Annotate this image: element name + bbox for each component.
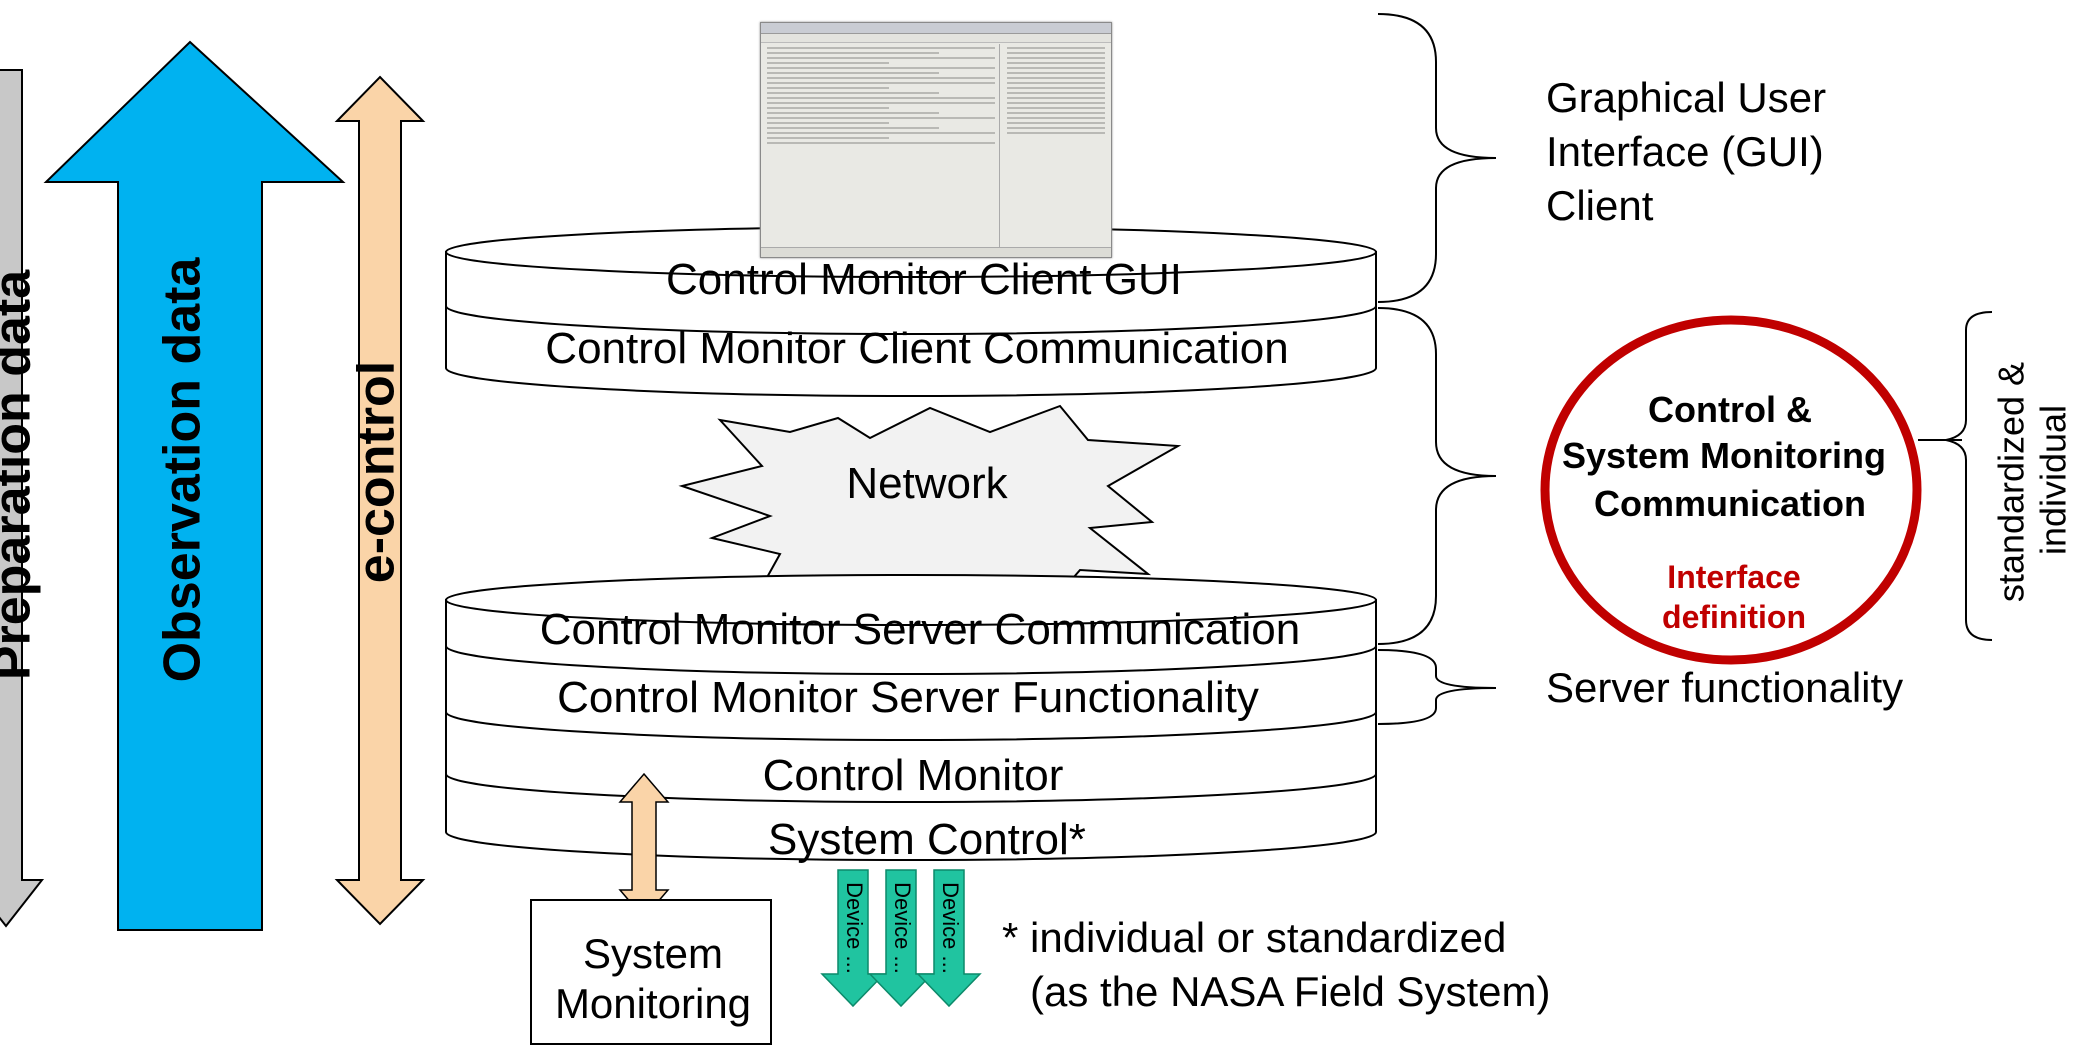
stack-layer-control-monitor: Control Monitor bbox=[763, 751, 1064, 800]
device-arrow-1 bbox=[820, 869, 886, 1008]
ellipse-subtitle-line2: definition bbox=[1662, 599, 1806, 635]
e-control-arrow bbox=[334, 75, 426, 926]
system-monitoring-label-line1: System bbox=[583, 930, 723, 977]
gui-screenshot-titlebar bbox=[761, 23, 1111, 34]
gui-screenshot-log-panel bbox=[763, 44, 1000, 247]
network-cloud bbox=[678, 404, 1182, 624]
footnote-line2: (as the NASA Field System) bbox=[1030, 968, 1551, 1015]
network-label: Network bbox=[846, 459, 1008, 508]
upper-stack: Control Monitor Client GUI Control Monit… bbox=[445, 226, 1377, 397]
e-control-label: e-control bbox=[348, 361, 406, 583]
ellipse-subtitle-line1: Interface bbox=[1667, 559, 1800, 595]
stack-layer-server-functionality: Control Monitor Server Functionality bbox=[557, 673, 1259, 722]
system-monitoring-box bbox=[530, 899, 772, 1045]
gui-client-label-line1: Graphical User bbox=[1546, 74, 1826, 121]
gui-client-brace bbox=[1377, 13, 1497, 303]
preparation-data-arrow bbox=[0, 69, 45, 928]
lower-stack-body bbox=[445, 599, 1377, 861]
gui-screenshot-menubar bbox=[761, 34, 1111, 43]
device-label-3: Device ... bbox=[938, 882, 963, 974]
gui-screenshot-image bbox=[760, 22, 1112, 258]
gui-client-label-line2: Interface (GUI) bbox=[1546, 128, 1824, 175]
stack-layer-system-control: System Control* bbox=[768, 815, 1086, 864]
gui-screenshot-status-panel bbox=[1003, 44, 1109, 247]
gui-client-label-line3: Client bbox=[1546, 182, 1654, 229]
communication-brace bbox=[1377, 307, 1497, 645]
footnote-line1: * individual or standardized bbox=[1002, 914, 1506, 961]
stack-layer-server-communication: Control Monitor Server Communication bbox=[540, 605, 1301, 654]
lower-stack-divider-2 bbox=[445, 711, 1377, 741]
observation-data-arrow bbox=[43, 40, 346, 931]
stack-layer-client-gui: Control Monitor Client GUI bbox=[666, 255, 1182, 304]
device-arrow-2 bbox=[868, 869, 934, 1008]
device-arrows: Device ... Device ... Device ... bbox=[820, 869, 982, 1008]
observation-data-label: Observation data bbox=[154, 257, 212, 683]
lower-stack-top bbox=[445, 574, 1377, 626]
vertical-note-brace bbox=[1945, 311, 1993, 641]
server-functionality-brace bbox=[1377, 649, 1497, 725]
gui-screenshot-body bbox=[763, 44, 1109, 247]
ellipse-title-line1: Control & bbox=[1648, 389, 1812, 430]
interface-highlight-ellipse bbox=[1540, 315, 1922, 665]
device-label-1: Device ... bbox=[842, 882, 867, 974]
device-arrow-3 bbox=[916, 869, 982, 1008]
ellipse-title-line3: Communication bbox=[1594, 483, 1866, 524]
vertical-note-line1: standardized & bbox=[1991, 362, 2032, 602]
system-monitoring-label-line2: Monitoring bbox=[555, 980, 751, 1027]
lower-stack-divider-3 bbox=[445, 773, 1377, 803]
vertical-note-line2: individual bbox=[2033, 405, 2074, 555]
server-functionality-label: Server functionality bbox=[1546, 664, 1903, 711]
preparation-data-label: Preparation data bbox=[0, 269, 42, 680]
ellipse-title-line2: System Monitoring bbox=[1562, 435, 1886, 476]
lower-stack-divider-1 bbox=[445, 645, 1377, 675]
lower-stack: Control Monitor Server Communication Con… bbox=[445, 574, 1377, 864]
device-label-2: Device ... bbox=[890, 882, 915, 974]
gui-screenshot-statusbar bbox=[761, 247, 1111, 257]
upper-stack-divider bbox=[445, 305, 1377, 335]
stack-layer-client-communication: Control Monitor Client Communication bbox=[545, 324, 1288, 373]
upper-stack-body bbox=[445, 251, 1377, 397]
